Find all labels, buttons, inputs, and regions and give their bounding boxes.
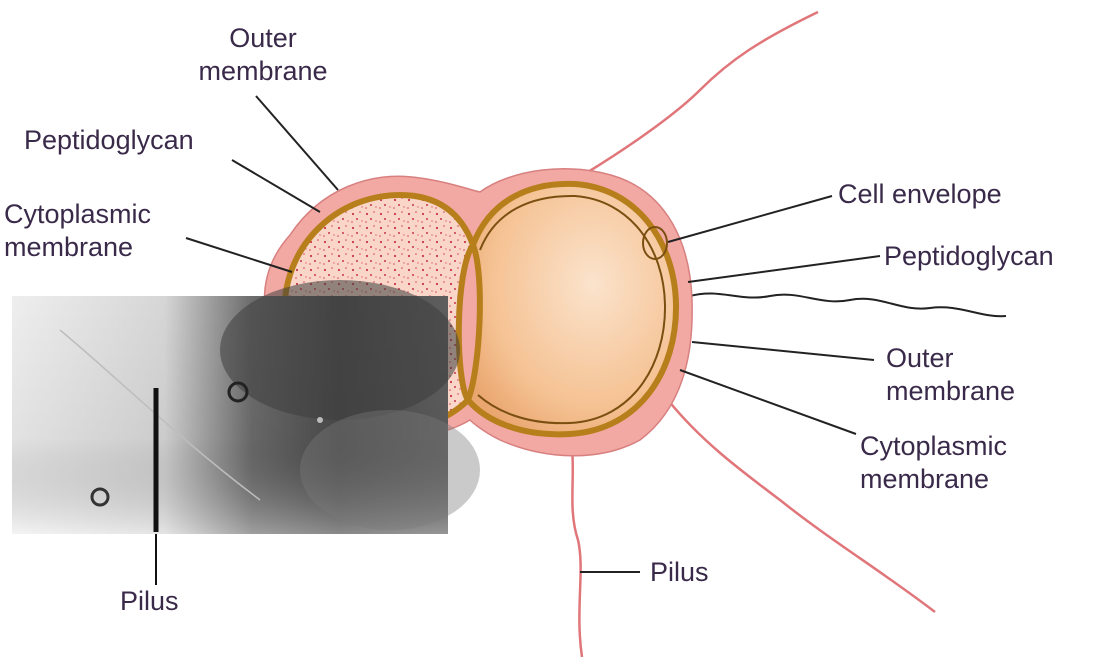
cell-envelope-label: Cell envelope bbox=[838, 178, 1002, 211]
outer-membrane-top-line1: Outer bbox=[188, 22, 338, 55]
cytoplasmic-left-line1: Cytoplasmic bbox=[4, 198, 151, 231]
cytoplasmic-membrane-left-label: Cytoplasmic membrane bbox=[4, 198, 151, 264]
outer-membrane-top-line2: membrane bbox=[188, 55, 338, 88]
pilus-top bbox=[588, 12, 818, 172]
outer-membrane-right-label: Outer membrane bbox=[886, 342, 1015, 408]
cytoplasmic-left-line2: membrane bbox=[4, 231, 151, 264]
micrograph-inset bbox=[12, 280, 480, 534]
pilus-photo-label: Pilus bbox=[120, 585, 179, 618]
pilus-right-label: Pilus bbox=[650, 556, 709, 589]
cytoplasmic-right-line2: membrane bbox=[860, 463, 1007, 496]
peptidoglycan-left-label: Peptidoglycan bbox=[24, 124, 194, 157]
outer-membrane-right-line1: Outer bbox=[886, 342, 1015, 375]
flagellum bbox=[690, 293, 1006, 316]
outer-membrane-top-label: Outer membrane bbox=[188, 22, 338, 88]
outer-membrane-right-line2: membrane bbox=[886, 375, 1015, 408]
pilus-bottom bbox=[572, 448, 582, 657]
cytoplasmic-membrane-right-label: Cytoplasmic membrane bbox=[860, 430, 1007, 496]
cytoplasmic-right-line1: Cytoplasmic bbox=[860, 430, 1007, 463]
peptidoglycan-right-label: Peptidoglycan bbox=[884, 240, 1054, 273]
